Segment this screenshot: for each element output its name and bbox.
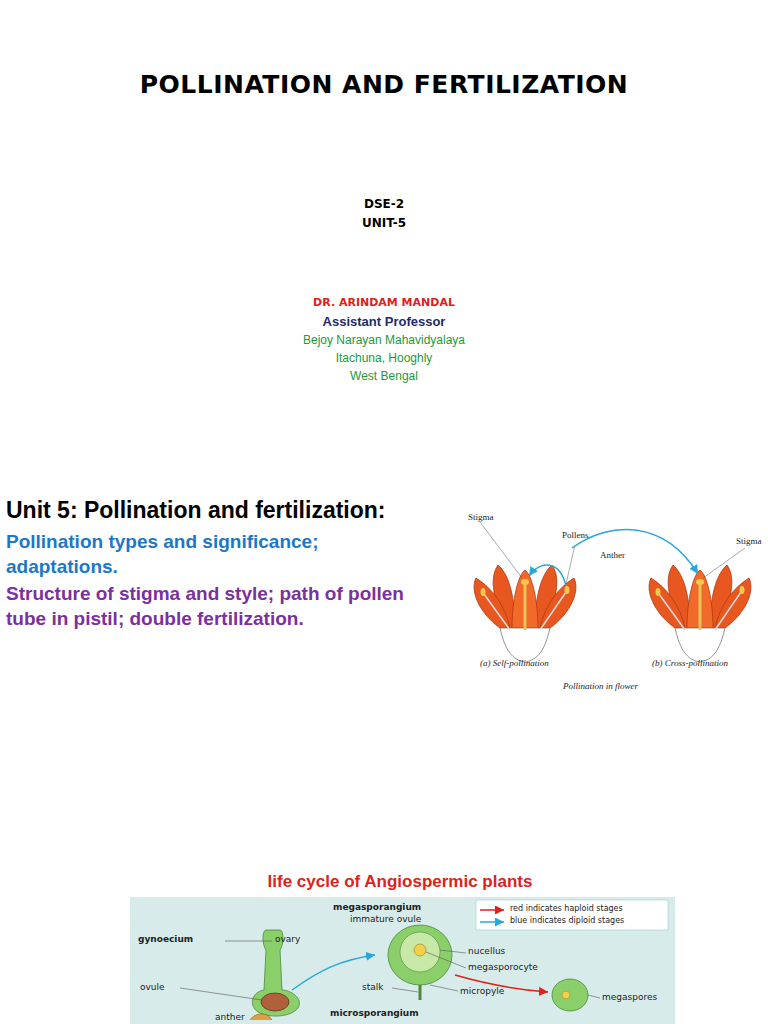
ovary [500, 628, 550, 662]
anther [565, 586, 570, 594]
gynoecium [252, 930, 299, 1016]
leader-line [440, 950, 466, 953]
anther-shape [250, 1014, 272, 1020]
part-label: anther [215, 1012, 245, 1023]
part-label: Anther [600, 550, 625, 561]
flower-right [572, 529, 751, 662]
part-label: Stigma [736, 536, 762, 547]
part-label: stalk [362, 982, 383, 993]
part-label: Pollens [562, 530, 589, 541]
petal [474, 578, 510, 628]
leader-line [225, 941, 272, 942]
leader-line [180, 988, 262, 1000]
life-cycle-figure [130, 897, 675, 1024]
filament [715, 592, 741, 630]
anther [740, 586, 745, 594]
figure-background [130, 897, 675, 1024]
leader-line [392, 988, 418, 992]
anther [481, 588, 486, 596]
legend-text: blue indicates diploid stages [510, 916, 624, 926]
course-code: DSE-2 [364, 197, 404, 211]
part-label: megasporangium [333, 902, 421, 913]
legend-arrow [480, 909, 504, 911]
filament [484, 594, 510, 630]
flower-left [474, 522, 576, 662]
part-label: immature ovule [350, 914, 421, 925]
legend-text: red indicates haploid stages [510, 904, 623, 914]
part-label: megasporocyte [468, 962, 538, 973]
figure-heading: life cycle of Angiospermic plants [268, 872, 533, 892]
topic-line: Pollination types and significance; adap… [6, 529, 346, 579]
anther [656, 588, 661, 596]
pollination-arrow [572, 529, 698, 574]
ovule [261, 993, 289, 1011]
part-label: megaspores [602, 992, 657, 1003]
style [524, 584, 527, 630]
slide-title: POLLINATION AND FERTILIZATION [140, 70, 628, 100]
pollination-arrow [529, 565, 566, 586]
part-label: ovule [140, 982, 165, 993]
unit-number: UNIT-5 [362, 216, 406, 230]
filament [540, 592, 566, 630]
institution-name: Bejoy Narayan Mahavidyalaya [303, 333, 465, 347]
megasporocyte [414, 944, 426, 956]
figure-caption: Pollination in flower [563, 681, 638, 692]
author-name: DR. ARINDAM MANDAL [313, 296, 455, 309]
leader-line [588, 995, 600, 998]
ovary [675, 628, 725, 662]
leader-line [426, 952, 466, 968]
petal [649, 578, 685, 628]
part-label: nucellus [468, 946, 505, 957]
part-label: micropyle [460, 986, 504, 997]
institution-state: West Bengal [350, 369, 418, 383]
megaspore [562, 991, 570, 999]
nucellus [400, 932, 440, 972]
stigma [696, 579, 704, 585]
filament [659, 594, 685, 630]
figure-caption: (a) Self-pollination [480, 658, 549, 669]
figure-caption: (b) Cross-pollination [652, 658, 728, 669]
part-label: ovary [275, 934, 300, 945]
legend-arrow [480, 921, 504, 923]
part-label: microsporangium [330, 1008, 419, 1019]
part-label: Stigma [468, 512, 494, 523]
institution-place: Itachuna, Hooghly [336, 351, 433, 365]
leader-line [566, 545, 575, 584]
leader-line [480, 522, 522, 578]
legend-box [476, 900, 668, 930]
leader-line [430, 985, 458, 991]
megasporangium [388, 925, 452, 985]
leader-line [703, 548, 745, 578]
stigma [521, 579, 529, 585]
megaspores-cell [552, 979, 588, 1011]
stalk [419, 985, 422, 1000]
author-position: Assistant Professor [323, 314, 446, 330]
topic-line: Structure of stigma and style; path of p… [6, 581, 418, 631]
part-label: gynoecium [138, 934, 193, 945]
style [699, 584, 702, 630]
slide-heading: Unit 5: Pollination and fertilization: [6, 497, 386, 525]
